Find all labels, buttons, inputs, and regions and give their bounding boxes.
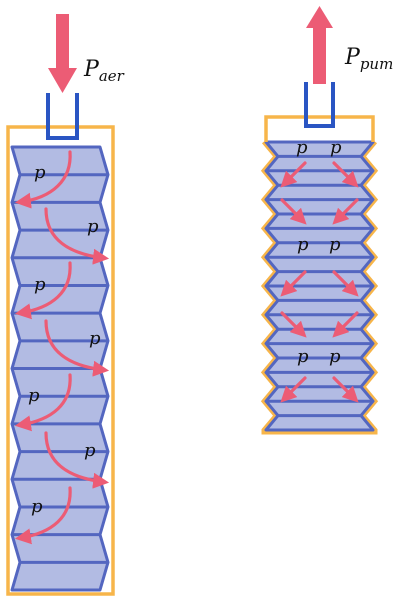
left-arrow-3 xyxy=(14,261,72,320)
left-p-label-2: p xyxy=(87,216,99,237)
left-p-label-7: p xyxy=(31,496,43,517)
right-arrow-5 xyxy=(280,270,307,297)
left-arrow-6 xyxy=(44,431,110,489)
right-force-label: Ppum xyxy=(344,45,393,73)
left-p-label-4: p xyxy=(89,328,101,349)
left-p-label-6: p xyxy=(84,440,96,461)
right-p-label-1: p xyxy=(296,137,308,158)
right-arrow-3 xyxy=(280,198,307,225)
right-pressure-labels: p p p p p p xyxy=(296,137,342,367)
right-assembly: Ppum p p p p p p xyxy=(260,6,393,435)
left-pressure-arrows xyxy=(14,150,110,545)
left-arrow-4 xyxy=(44,319,110,377)
right-arrow-1 xyxy=(280,161,307,188)
left-force-arrow xyxy=(48,14,77,93)
right-arrow-10 xyxy=(332,376,359,403)
left-piston-cup xyxy=(46,93,79,140)
right-p-label-2: p xyxy=(330,137,342,158)
right-top-cap xyxy=(264,115,375,142)
left-arrow-1 xyxy=(14,150,72,209)
right-arrow-6 xyxy=(332,270,359,297)
left-p-label-5: p xyxy=(28,385,40,406)
right-arrow-4 xyxy=(332,198,359,225)
left-p-label-1: p xyxy=(34,162,46,183)
left-arrow-5 xyxy=(14,373,72,432)
left-force-label: Paer xyxy=(83,57,125,85)
right-arrow-7 xyxy=(280,311,307,338)
left-assembly: Paer p p p p p p p xyxy=(6,14,125,596)
left-arrow-7 xyxy=(14,486,72,545)
right-pressure-arrows xyxy=(280,161,359,403)
right-arrow-2 xyxy=(332,161,359,188)
left-p-label-3: p xyxy=(34,274,46,295)
right-p-label-5: p xyxy=(297,346,309,367)
left-arrow-2 xyxy=(44,207,110,265)
right-p-label-4: p xyxy=(329,234,341,255)
right-arrow-8 xyxy=(332,311,359,338)
right-p-label-3: p xyxy=(297,234,309,255)
right-piston-cup xyxy=(304,82,335,128)
right-housing-outline xyxy=(260,140,379,435)
left-housing-frame xyxy=(6,125,115,596)
right-force-arrow xyxy=(306,6,333,84)
right-p-label-6: p xyxy=(329,346,341,367)
right-arrow-9 xyxy=(280,376,307,403)
left-pressure-labels: p p p p p p p xyxy=(28,162,101,517)
